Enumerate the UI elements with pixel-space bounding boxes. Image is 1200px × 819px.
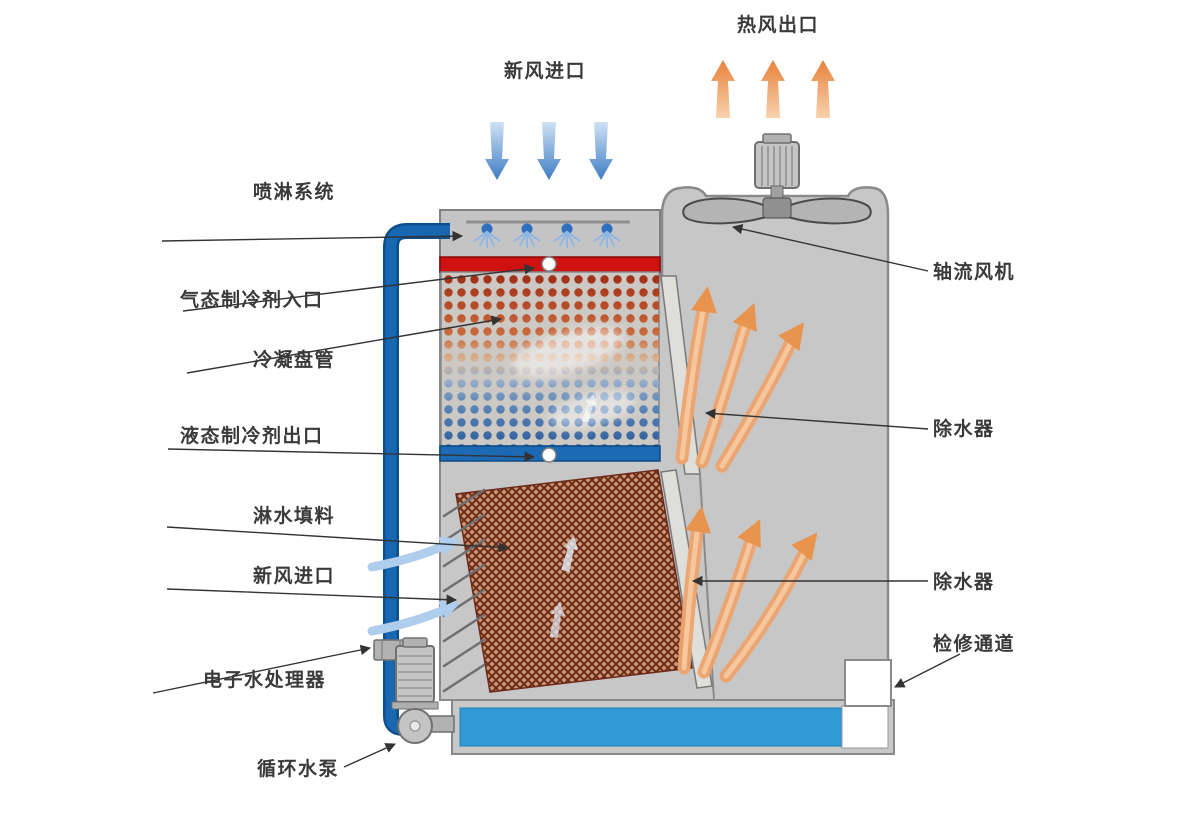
gas-refrigerant-inlet-port bbox=[541, 256, 557, 272]
label-liquid-refrigerant-outlet: 液态制冷剂出口 bbox=[180, 426, 324, 447]
leader-gas-refrigerant-inlet bbox=[182, 263, 536, 312]
fresh-air-side-arrows bbox=[367, 529, 465, 636]
label-spray-system: 喷淋系统 bbox=[253, 182, 336, 203]
label-electronic-water-treater: 电子水处理器 bbox=[203, 670, 327, 691]
label-circulating-pump: 循环水泵 bbox=[257, 759, 340, 780]
label-condenser-coil: 冷凝盘管 bbox=[253, 350, 336, 371]
fill-media bbox=[455, 469, 693, 693]
pump-motor bbox=[395, 645, 435, 703]
leader-condenser-coil bbox=[186, 315, 503, 374]
pump-motor-cap bbox=[402, 637, 428, 648]
label-fresh-air-inlet-side: 新风进口 bbox=[253, 566, 336, 587]
label-fill-media: 淋水填料 bbox=[253, 506, 336, 527]
fresh-air-inlet-arrows bbox=[485, 122, 613, 180]
circulating-pump bbox=[391, 637, 455, 744]
access-floor bbox=[841, 705, 889, 749]
fan-blade-left bbox=[682, 197, 767, 225]
label-drift-eliminator-upper: 除水器 bbox=[933, 419, 995, 440]
leader-fresh-air-inlet-side bbox=[166, 588, 458, 605]
condenser-coil bbox=[440, 271, 660, 447]
label-gas-refrigerant-inlet: 气态制冷剂入口 bbox=[180, 290, 324, 311]
liquid-refrigerant-outlet-port bbox=[541, 447, 557, 463]
basin-water bbox=[459, 707, 843, 747]
pump-motor-fins bbox=[398, 655, 432, 697]
cooling-tower-shell bbox=[660, 186, 890, 708]
axial-fan bbox=[682, 133, 872, 225]
hot-air-outlet-arrows bbox=[711, 60, 835, 118]
leader-liquid-refrigerant-outlet bbox=[167, 448, 536, 463]
label-fresh-air-inlet-top: 新风进口 bbox=[504, 61, 587, 82]
pump-hub bbox=[409, 720, 421, 732]
leader-lines bbox=[152, 223, 961, 768]
hot-air-flow-lower bbox=[677, 504, 828, 683]
leader-drift-eliminator-upper bbox=[704, 408, 929, 430]
leader-spray-system bbox=[161, 230, 464, 242]
access-step bbox=[844, 659, 892, 707]
label-axial-fan: 轴流风机 bbox=[933, 262, 1016, 283]
fan-motor-fins bbox=[761, 146, 793, 186]
leader-circulating-pump bbox=[343, 743, 396, 768]
air-inlet-louvers bbox=[442, 488, 486, 693]
condenser-unit bbox=[439, 209, 716, 701]
pump-base bbox=[391, 701, 439, 710]
label-drift-eliminator-lower: 除水器 bbox=[933, 572, 995, 593]
leader-service-access bbox=[894, 653, 961, 688]
leader-electronic-water-treater bbox=[152, 644, 372, 694]
fan-blade-right bbox=[787, 197, 872, 225]
fan-motor-cap bbox=[762, 133, 792, 144]
hot-air-flow-upper bbox=[675, 284, 815, 473]
pump-discharge bbox=[429, 715, 455, 733]
leader-axial-fan bbox=[731, 223, 929, 272]
spray-system bbox=[439, 209, 661, 259]
label-hot-air-outlet: 热风出口 bbox=[737, 15, 820, 36]
water-basin bbox=[451, 659, 895, 755]
leader-fill-media bbox=[166, 526, 510, 553]
label-service-access: 检修通道 bbox=[933, 634, 1016, 655]
fan-hub bbox=[762, 197, 792, 219]
